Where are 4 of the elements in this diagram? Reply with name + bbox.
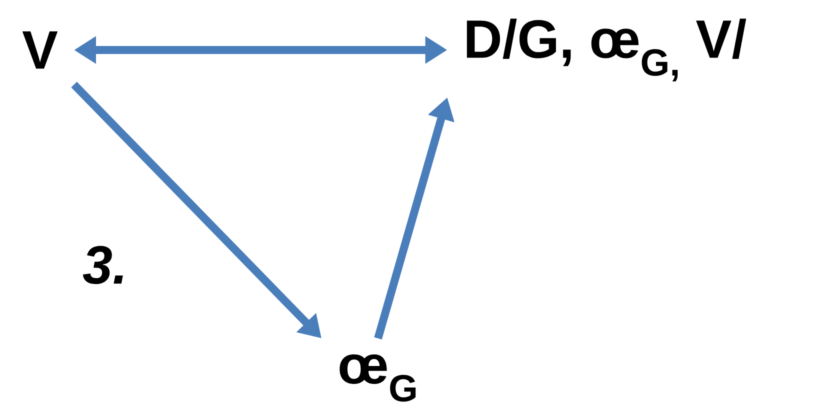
node-label: V bbox=[22, 31, 58, 69]
step-number: 3. bbox=[82, 246, 123, 284]
node-label: œ$_{G}$ bbox=[340, 354, 416, 402]
node-label: D/G, œ$_{G,}$ V/ bbox=[466, 18, 746, 82]
